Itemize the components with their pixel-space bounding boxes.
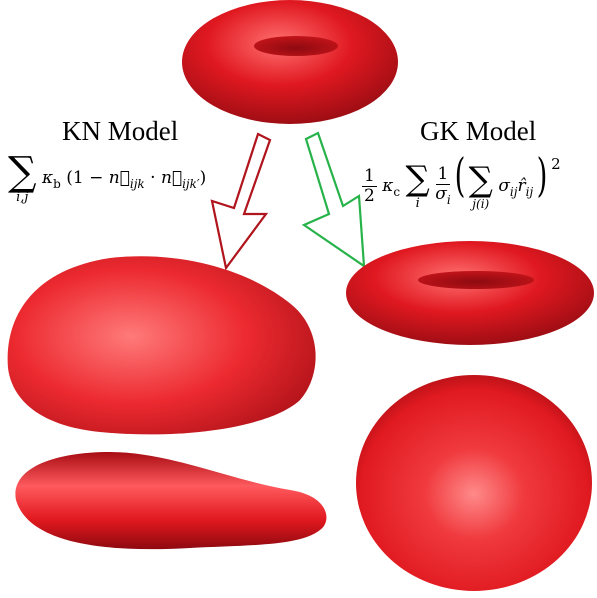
gk-sum2-index: j(i) bbox=[472, 196, 490, 211]
gk-sum2-symbol: ∑ bbox=[468, 159, 493, 200]
gk-frac2-num: 1 bbox=[435, 164, 451, 185]
gk-sum1-symbol: ∑ bbox=[405, 159, 430, 199]
kn-kappa: κ bbox=[41, 168, 54, 188]
kn-n2: n⃗ bbox=[160, 168, 183, 188]
gk-sigma-i-sub: i bbox=[446, 192, 451, 207]
gk-r-hat: r̂ bbox=[517, 176, 526, 196]
top-cell-dimple bbox=[254, 36, 338, 56]
gk-sigma-i: σ bbox=[435, 183, 447, 204]
gk-kappa: κ bbox=[382, 176, 394, 196]
gk-frac-num: 1 bbox=[362, 165, 377, 187]
gk-cell-top-view bbox=[356, 375, 592, 591]
gk-sum1-index: i bbox=[415, 196, 420, 211]
kn-sum-index: i,j bbox=[16, 190, 29, 205]
gk-sigma-ij-sub: ij bbox=[509, 185, 518, 199]
top-biconcave-cell bbox=[182, 0, 398, 124]
kn-n2-sub: ijk′ bbox=[182, 177, 200, 191]
gk-r-hat-sub: ij bbox=[525, 185, 534, 199]
gk-sigma-ij: σ bbox=[498, 176, 510, 196]
gk-cell-side-view bbox=[346, 241, 594, 345]
gk-kappa-sub: c bbox=[393, 185, 401, 199]
kn-kappa-sub: b bbox=[53, 177, 61, 191]
kn-model-title: KN Model bbox=[62, 116, 179, 146]
kn-n1: n⃗ bbox=[108, 168, 130, 188]
kn-dot: · bbox=[144, 168, 161, 188]
gk-energy-formula: 1 2 κc ∑ i 1 σi ( ∑ j(i) σijr̂ij)2 bbox=[362, 148, 561, 211]
gk-frac-den: 2 bbox=[364, 185, 375, 206]
arrow-to-kn-model bbox=[210, 132, 272, 271]
gk-power: 2 bbox=[551, 155, 561, 173]
kn-energy-formula: ∑ i,j κb (1 − n⃗ijk · n⃗ijk′) bbox=[8, 152, 206, 205]
kn-close: ) bbox=[199, 168, 207, 188]
arrow-to-gk-model bbox=[301, 131, 366, 269]
gk-model-title: GK Model bbox=[420, 116, 537, 146]
gk-side-cell-dimple bbox=[418, 271, 534, 289]
kn-sum-symbol: ∑ bbox=[8, 149, 37, 195]
kn-deformed-cell-side-view bbox=[15, 452, 327, 550]
kn-open: (1 − bbox=[66, 168, 109, 188]
kn-deformed-cell-top-view bbox=[7, 256, 316, 435]
kn-n1-sub: ijk bbox=[129, 177, 145, 191]
